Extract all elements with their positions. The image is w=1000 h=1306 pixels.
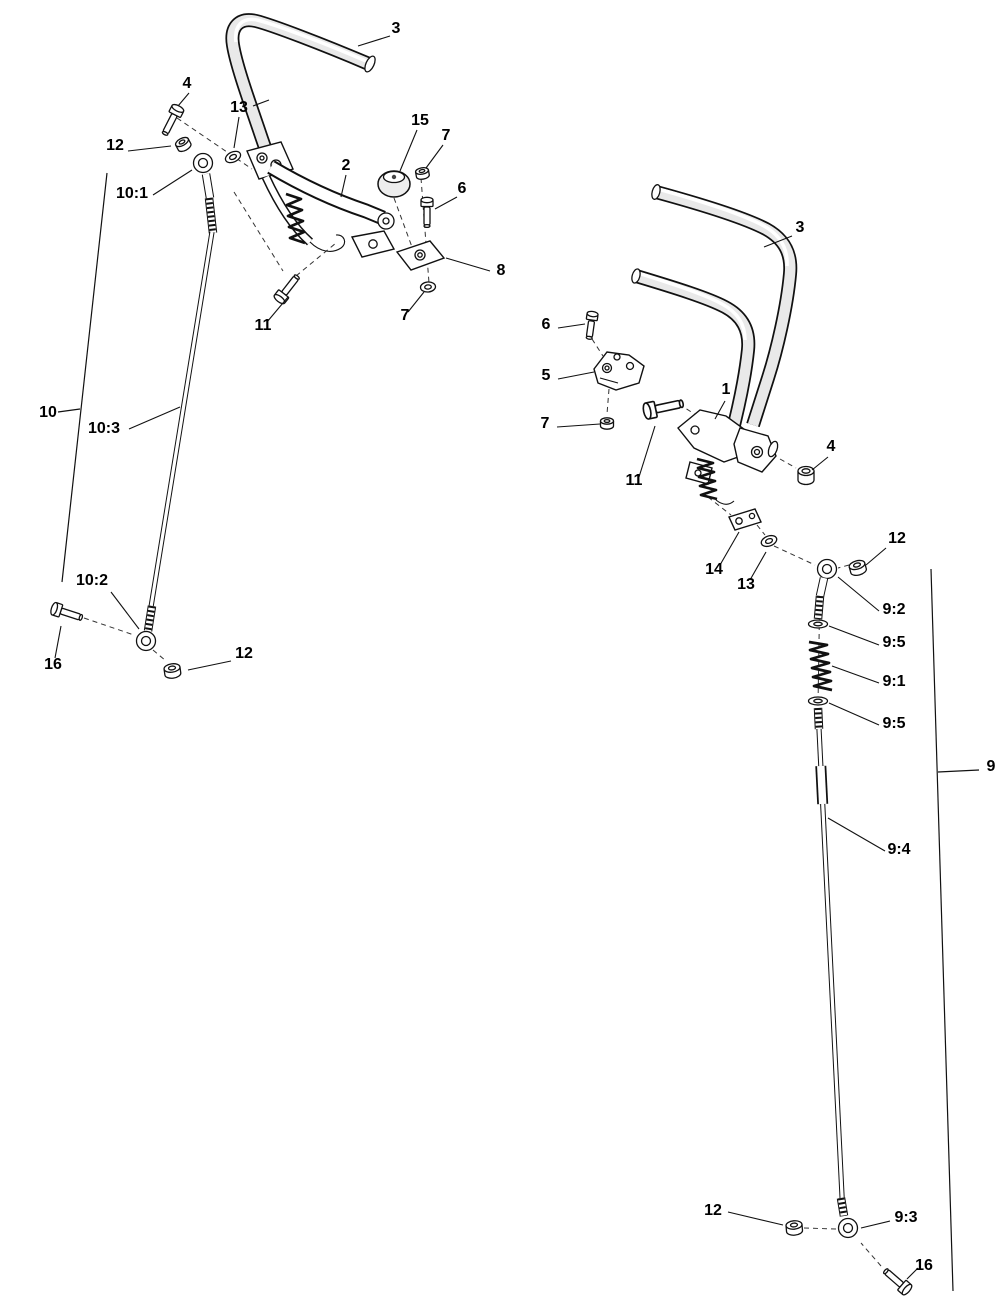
- washer-left-13: [224, 150, 242, 164]
- callout-labels: 3 4 13 12 10:1 2 15 7 6 8 11 7 10 10:3 1…: [39, 20, 995, 1274]
- rod-end-9-3: [837, 1217, 859, 1239]
- callout-left-16: 16: [44, 656, 62, 673]
- callout-left-7-top: 7: [442, 127, 451, 144]
- callout-right-11: 11: [626, 472, 643, 489]
- callout-right-9-1: 9:1: [882, 673, 905, 690]
- callout-left-10-2: 10:2: [76, 572, 108, 589]
- callout-left-10-3: 10:3: [88, 420, 120, 437]
- callout-right-12-top: 12: [888, 530, 906, 547]
- callout-left-10: 10: [39, 404, 57, 421]
- spring-9-1: [808, 640, 833, 692]
- washer-9-5-upper: [807, 619, 829, 629]
- callout-left-8: 8: [497, 262, 506, 279]
- callout-left-13: 13: [230, 99, 248, 116]
- control-rod-right: [807, 558, 859, 1239]
- nut-right-12-bottom: [785, 1220, 804, 1236]
- bolt-left-11: [273, 274, 300, 305]
- callout-right-3: 3: [796, 219, 805, 236]
- callout-right-6: 6: [542, 316, 551, 333]
- callout-right-12-bottom: 12: [704, 1202, 722, 1219]
- callout-right-9-3: 9:3: [894, 1209, 917, 1226]
- rod-sleeve-9-4: [815, 765, 829, 805]
- bolt-right-6: [585, 310, 599, 340]
- callout-left-10-1: 10:1: [116, 185, 148, 202]
- washer-right-13: [760, 534, 778, 548]
- bolt-right-16: [883, 1268, 913, 1296]
- nut-right-7: [599, 417, 615, 430]
- leader-lines: [54, 35, 919, 1280]
- bolt-left-6: [420, 196, 434, 229]
- lever-spring-left: [285, 192, 306, 245]
- group-bracket-10: [57, 172, 108, 583]
- rod-end-9-2: [816, 558, 838, 580]
- callout-right-14: 14: [705, 561, 723, 578]
- lever-assembly-right: [677, 409, 779, 505]
- linkage-rod-left: [135, 152, 218, 652]
- callout-left-3: 3: [392, 20, 401, 37]
- handle-grip-left: [225, 13, 376, 167]
- callout-right-9-4: 9:4: [887, 841, 910, 858]
- callout-left-12-bottom: 12: [235, 645, 253, 662]
- callout-left-12-top: 12: [106, 137, 124, 154]
- clamp-plate-right-14: [728, 508, 762, 531]
- damper-left: [377, 170, 411, 198]
- callout-left-7-bottom: 7: [401, 307, 410, 324]
- callout-left-11: 11: [255, 317, 272, 334]
- nut-left-12-bottom: [163, 663, 182, 679]
- callout-right-13: 13: [737, 576, 755, 593]
- callout-right-9-5-upper: 9:5: [882, 634, 905, 651]
- washer-left-7-bottom: [419, 281, 437, 293]
- bolt-left-4: [161, 103, 185, 136]
- bolt-right-11: [642, 399, 685, 420]
- pivot-casting-right: [593, 351, 645, 391]
- callout-right-5: 5: [542, 367, 551, 384]
- callout-right-9-2: 9:2: [882, 601, 905, 618]
- callout-left-4: 4: [183, 75, 192, 92]
- bracket-left: [395, 240, 446, 271]
- bushing-right-4: [797, 465, 815, 486]
- callout-left-15: 15: [411, 112, 429, 129]
- callout-right-4: 4: [827, 438, 836, 455]
- callout-right-1: 1: [722, 381, 731, 398]
- callout-right-7: 7: [541, 415, 550, 432]
- callout-right-16: 16: [915, 1257, 933, 1274]
- callout-left-6: 6: [458, 180, 467, 197]
- bolt-left-16: [50, 601, 84, 621]
- callout-left-2: 2: [342, 157, 351, 174]
- washer-9-5-lower: [807, 696, 829, 706]
- group-bracket-9: [930, 568, 980, 1292]
- nut-left-7-top: [414, 167, 430, 180]
- rod-end-10-2: [135, 630, 157, 652]
- nut-left-12-top: [174, 136, 192, 153]
- control-lever-left: [261, 160, 396, 258]
- handle-grip-right-rear: [651, 184, 798, 428]
- callout-right-9: 9: [987, 758, 996, 775]
- nut-right-12-top: [848, 559, 867, 576]
- rod-end-10-1: [192, 152, 214, 174]
- callout-right-9-5-lower: 9:5: [882, 715, 905, 732]
